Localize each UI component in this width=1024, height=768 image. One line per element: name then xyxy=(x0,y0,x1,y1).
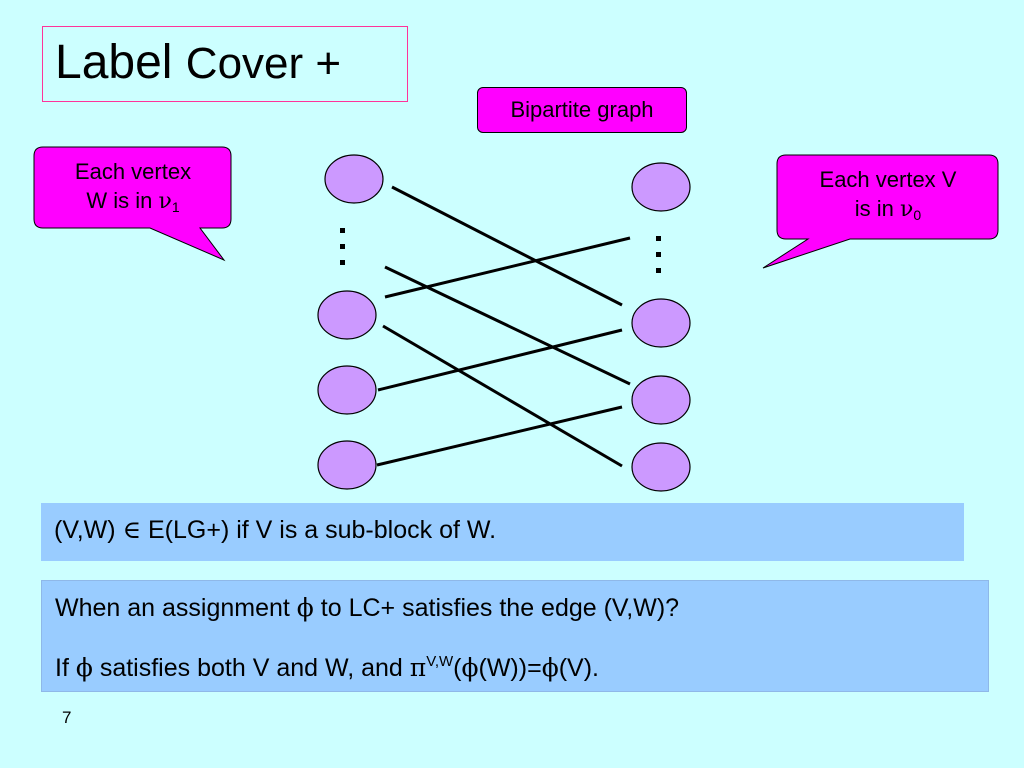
left-node xyxy=(324,154,384,204)
edge xyxy=(377,328,623,392)
callout-right-shape xyxy=(762,154,999,269)
question-box: When an assignment ϕ to LC+ satisfies th… xyxy=(41,580,989,692)
statement-box: (V,W) ∈ E(LG+) if V is a sub-block of W. xyxy=(41,503,964,561)
left-node xyxy=(317,365,377,415)
callout-left: Each vertex W is in ν1 xyxy=(36,158,230,216)
right-node xyxy=(631,162,691,212)
statement-text: (V,W) ∈ E(LG+) if V is a sub-block of W. xyxy=(54,515,497,544)
title-main: Label xyxy=(55,36,173,89)
right-node xyxy=(631,375,691,425)
edge xyxy=(391,185,623,307)
slide-title: Label Cover + xyxy=(55,39,341,87)
left-node xyxy=(317,440,377,490)
left-node xyxy=(317,290,377,340)
edge xyxy=(376,405,623,467)
answer-text: If ϕ satisfies both V and W, and πV,W(ϕ(… xyxy=(55,653,600,682)
edge xyxy=(382,324,623,468)
title-rest: Cover + xyxy=(185,39,342,88)
page-number: 7 xyxy=(62,708,72,727)
right-node xyxy=(631,298,691,348)
bipartite-graph-label: Bipartite graph xyxy=(477,87,687,133)
callout-right-line2: is in ν0 xyxy=(854,195,922,223)
callout-left-shape xyxy=(33,146,232,262)
callout-right-line1: Each vertex V xyxy=(819,167,957,192)
callout-left-line1: Each vertex xyxy=(74,159,192,184)
question-text: When an assignment ϕ to LC+ satisfies th… xyxy=(55,593,680,622)
vertical-ellipsis xyxy=(340,228,661,273)
edge xyxy=(384,265,631,386)
right-node xyxy=(631,442,691,492)
callout-left-line2: W is in ν1 xyxy=(86,187,180,215)
title-box: Label Cover + xyxy=(42,26,408,102)
edge xyxy=(384,236,631,299)
callout-right: Each vertex V is in ν0 xyxy=(779,166,997,224)
edges xyxy=(376,185,631,468)
nodes xyxy=(317,154,691,492)
